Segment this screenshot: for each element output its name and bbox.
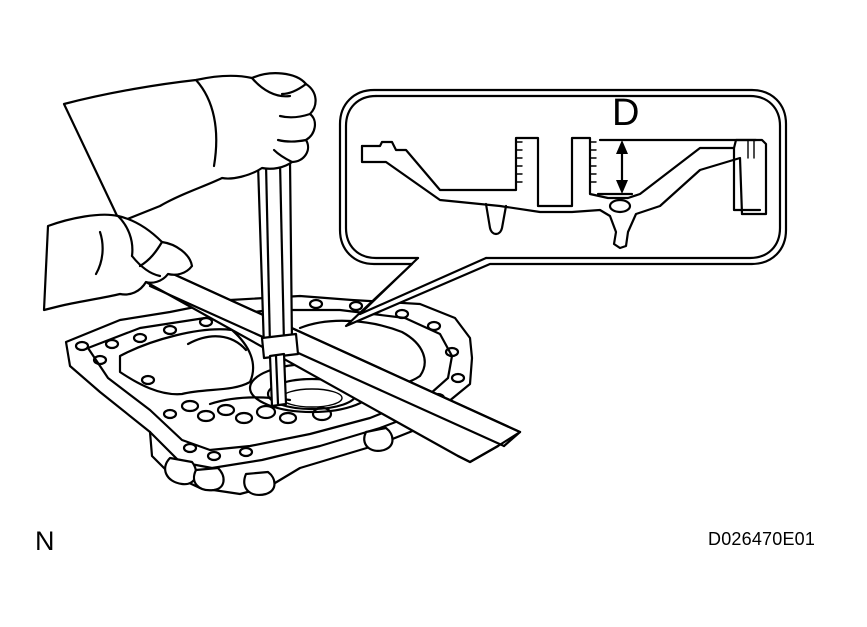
detail-callout xyxy=(338,88,788,328)
straight-edge xyxy=(144,266,522,464)
lower-hand xyxy=(42,213,194,312)
upper-hand xyxy=(62,72,317,224)
depth-gauge xyxy=(256,158,300,408)
dimension-arrowhead-down xyxy=(616,180,628,194)
dimension-arrowhead-up xyxy=(616,140,628,154)
dimension-label: D xyxy=(612,92,640,134)
bolt-holes xyxy=(74,298,466,462)
transmission-case xyxy=(64,294,474,496)
figure-code: D026470E01 xyxy=(708,529,816,549)
view-label: N xyxy=(35,526,55,556)
